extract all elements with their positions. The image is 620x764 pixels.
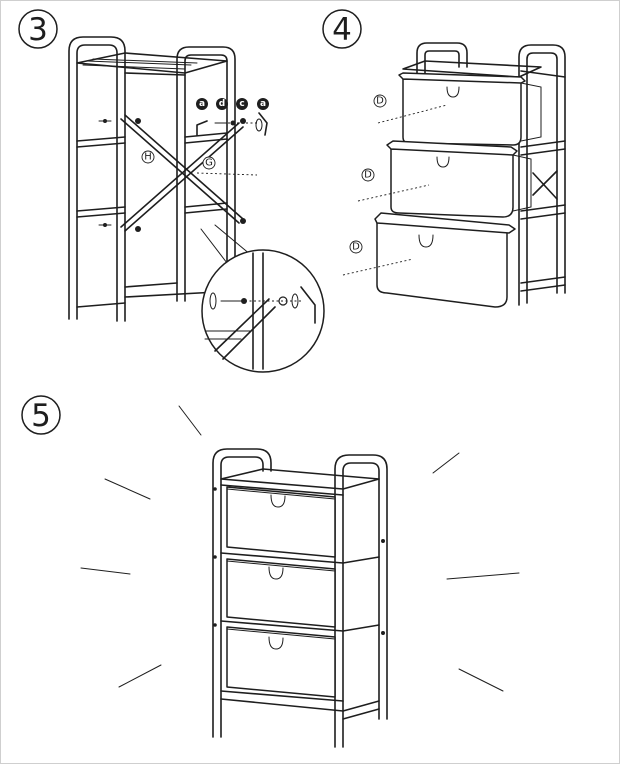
assembled-drawer-unit [212, 448, 388, 748]
washer-icon [209, 292, 217, 310]
step-5-panel: 5 [21, 395, 520, 748]
part-label-h: H [141, 150, 155, 164]
part-label-d-middle: D [357, 168, 430, 202]
step-3-panel: 3 [18, 9, 325, 373]
hardware-label-c: c [239, 99, 244, 109]
step-3-badge: 3 [18, 9, 58, 49]
drawer-3 [226, 626, 336, 698]
drawer-bottom [374, 212, 516, 308]
step-5-number: 5 [31, 398, 51, 434]
barrel-nut-icon [278, 296, 288, 306]
hardware-callout-row: a d c a [196, 98, 269, 136]
svg-text:H: H [144, 152, 152, 163]
part-label-g: G [196, 156, 258, 176]
svg-text:G: G [205, 158, 213, 169]
zoom-detail-inset [200, 224, 325, 373]
allen-key-icon [300, 286, 316, 324]
step-4-frame-illustration [402, 42, 566, 306]
hardware-label-badge [236, 98, 248, 110]
washer-icon [291, 293, 299, 309]
step-5-badge: 5 [21, 395, 61, 435]
circled-number-icon [21, 395, 61, 435]
step-4-badge: 4 [322, 9, 362, 49]
part-label-d-bottom: D [342, 240, 414, 276]
svg-text:D: D [352, 242, 360, 253]
washer-icon [255, 118, 263, 132]
circled-number-icon [18, 9, 58, 49]
step-4-number: 4 [332, 12, 352, 48]
hardware-label-a-right: a [260, 99, 266, 109]
hardware-label-a-left: a [199, 99, 205, 109]
step-3-frame-illustration [68, 36, 246, 322]
completion-burst-lines [80, 405, 520, 692]
drawer-2 [226, 558, 336, 628]
circled-number-icon [322, 9, 362, 49]
hardware-label-badge [196, 98, 208, 110]
svg-text:D: D [376, 96, 384, 107]
drawer-1 [226, 486, 336, 558]
part-label-d-top: D [373, 94, 448, 124]
allen-key-icon [196, 120, 208, 136]
step-4-panel: 4 [322, 9, 566, 308]
step-3-number: 3 [28, 12, 48, 48]
drawer-middle [386, 140, 532, 218]
allen-key-icon [258, 112, 268, 136]
drawer-top [398, 72, 542, 146]
hardware-label-badge [257, 98, 269, 110]
hardware-label-d: d [219, 99, 225, 109]
svg-text:D: D [364, 170, 372, 181]
hardware-label-badge [216, 98, 228, 110]
